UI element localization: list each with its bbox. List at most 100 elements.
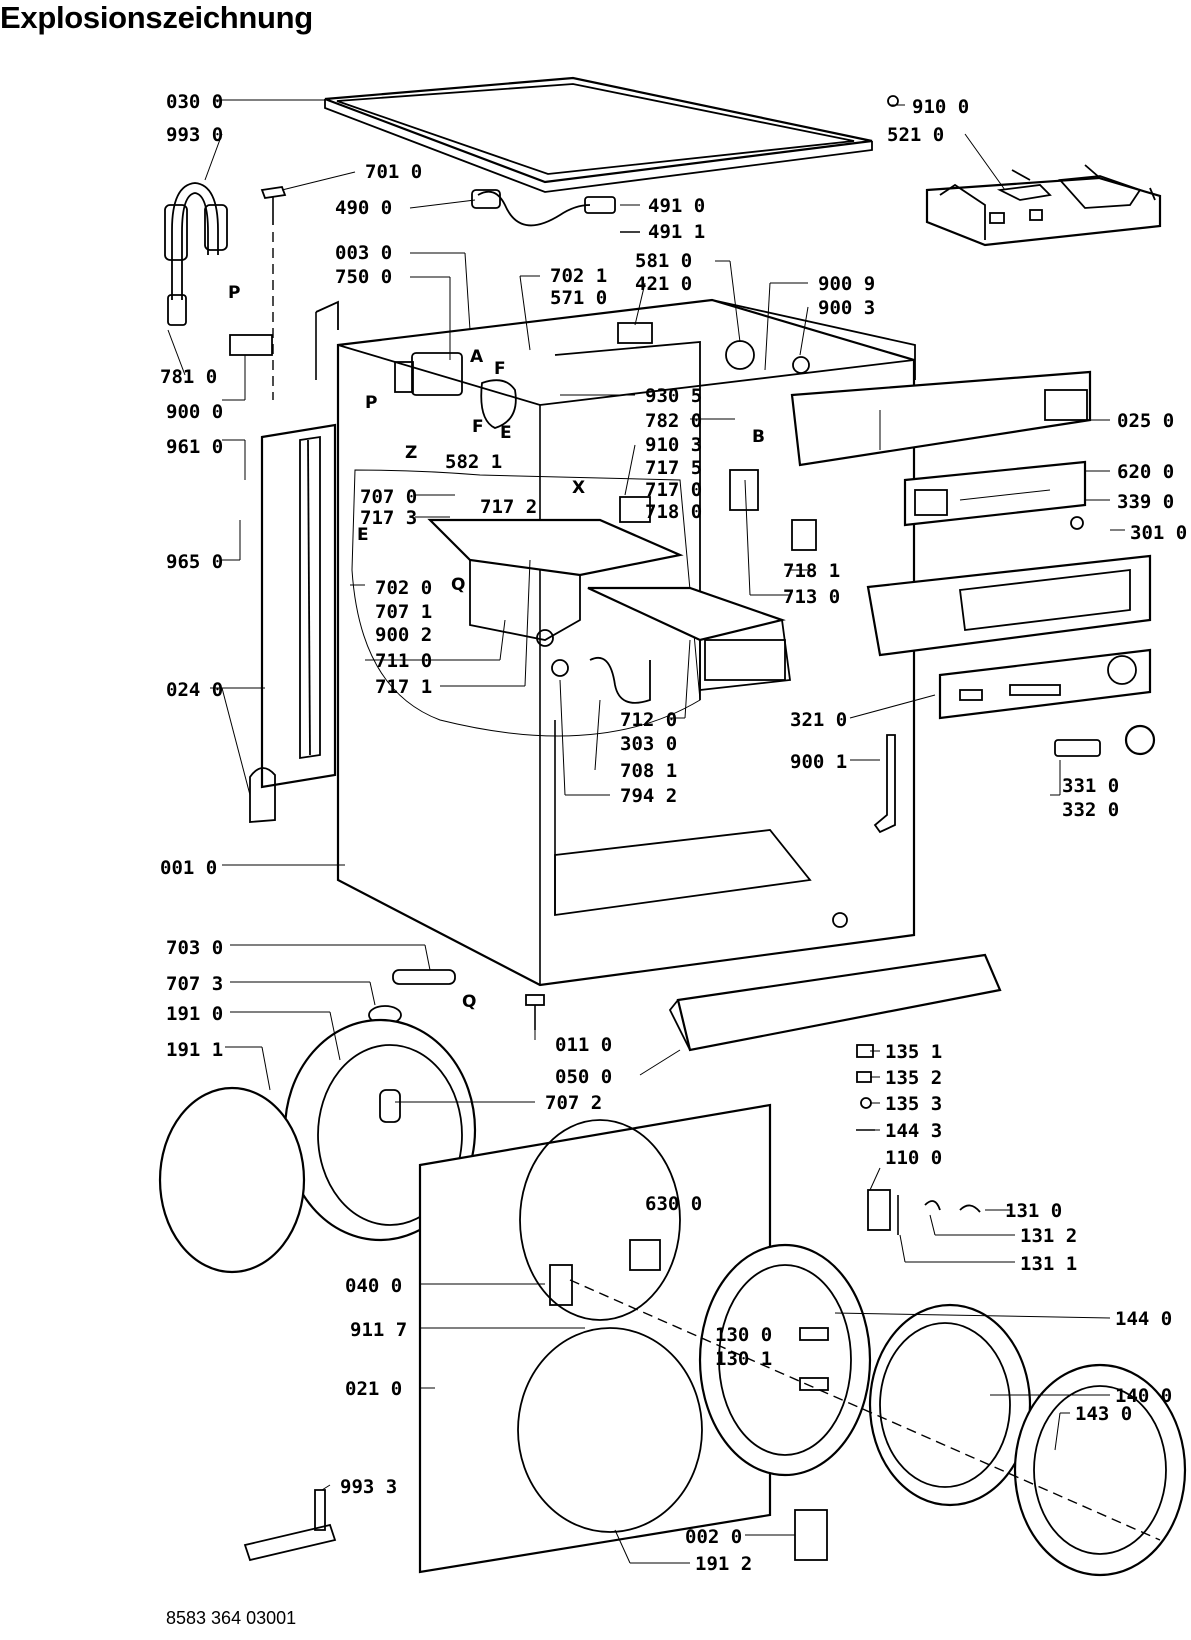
part-label: 135 3 (885, 1093, 942, 1115)
plinth-drawing (668, 953, 1002, 1052)
part-label: 131 1 (1020, 1253, 1077, 1275)
part-label: 718 0 (645, 501, 702, 523)
cable-drawing (471, 189, 640, 233)
part-label: 930 5 (645, 385, 702, 407)
part-label: 961 0 (166, 436, 223, 458)
pcb-drawing (903, 460, 1087, 530)
ref-letter: Q (462, 992, 476, 1012)
part-label: 630 0 (645, 1193, 702, 1215)
door-ring-drawing (1013, 1363, 1187, 1577)
part-label: 002 0 (685, 1526, 742, 1548)
part-label: 717 5 (645, 457, 702, 479)
part-label: 965 0 (166, 551, 223, 573)
ref-letter: E (500, 423, 512, 443)
part-label: 911 7 (350, 1319, 407, 1341)
ref-letter: P (228, 283, 240, 303)
control-module-drawing (887, 95, 1162, 247)
part-label: 001 0 (160, 857, 217, 879)
part-label: 781 0 (160, 366, 217, 388)
cabinet-body-drawing (336, 298, 916, 987)
part-label: 191 0 (166, 1003, 223, 1025)
part-label: 030 0 (166, 91, 223, 113)
ref-letter: F (472, 417, 484, 437)
part-label: 910 0 (912, 96, 969, 118)
part-label: 701 0 (365, 161, 422, 183)
fascia-drawing (938, 648, 1152, 720)
part-label: 143 0 (1075, 1403, 1132, 1425)
part-label: 717 3 (360, 507, 417, 529)
door-glass-drawing (868, 1303, 1032, 1507)
ref-letter: X (572, 478, 585, 498)
part-label: 582 1 (445, 451, 502, 473)
part-label: 993 0 (166, 124, 223, 146)
part-label: 712 0 (620, 709, 677, 731)
part-label: 040 0 (345, 1275, 402, 1297)
part-label: 707 3 (166, 973, 223, 995)
tool-drawing (243, 1489, 337, 1562)
part-label: 191 2 (695, 1553, 752, 1575)
tube-drawing (368, 969, 456, 1025)
part-label: 131 2 (1020, 1225, 1077, 1247)
part-label: 131 0 (1005, 1200, 1062, 1222)
part-label: 491 0 (648, 195, 705, 217)
ref-letter: P (365, 393, 377, 413)
part-label: 702 0 (375, 577, 432, 599)
part-labels: 030 0 993 0 701 0 490 0 491 0 491 1 910 … (160, 91, 1187, 1575)
leader-lines (167, 99, 1125, 1564)
part-label: 794 2 (620, 785, 677, 807)
part-label: 490 0 (335, 197, 392, 219)
part-label: 900 2 (375, 624, 432, 646)
ref-letter: A (470, 347, 484, 367)
part-label: 900 0 (166, 401, 223, 423)
part-label: 900 1 (790, 751, 847, 773)
control-panel-frame-drawing (866, 554, 1152, 657)
hinge-drawing (794, 1509, 828, 1561)
document-code: 8583 364 03001 (166, 1608, 297, 1628)
part-label: 303 0 (620, 733, 677, 755)
part-label: 130 0 (715, 1324, 772, 1346)
ref-letter: B (752, 427, 765, 447)
part-label: 050 0 (555, 1066, 612, 1088)
part-label: 707 2 (545, 1092, 602, 1114)
knob-drawing (1054, 724, 1156, 757)
part-label: 491 1 (648, 221, 705, 243)
part-label: 025 0 (1117, 410, 1174, 432)
internal-parts-drawing (315, 300, 817, 551)
ref-letter: F (494, 359, 506, 379)
part-label: 717 0 (645, 479, 702, 501)
hook-drawing (873, 734, 896, 834)
part-label: 331 0 (1062, 775, 1119, 797)
front-panel-drawing (418, 1103, 772, 1574)
part-label: 702 1 (550, 265, 607, 287)
part-label: 144 0 (1115, 1308, 1172, 1330)
part-label: 900 3 (818, 297, 875, 319)
part-label: 130 1 (715, 1348, 772, 1370)
part-label: 707 1 (375, 601, 432, 623)
part-label: 110 0 (885, 1147, 942, 1169)
part-label: 571 0 (550, 287, 607, 309)
part-label: 993 3 (340, 1476, 397, 1498)
ref-letter: E (357, 525, 369, 545)
part-label: 711 0 (375, 650, 432, 672)
hose-drawing (164, 182, 273, 356)
part-label: 708 1 (620, 760, 677, 782)
top-cover-drawing (324, 76, 873, 193)
part-label: 135 2 (885, 1067, 942, 1089)
foot-drawing (525, 994, 545, 1030)
part-label: 021 0 (345, 1378, 402, 1400)
part-label: 421 0 (635, 273, 692, 295)
part-label: 011 0 (555, 1034, 612, 1056)
screw-701-drawing (260, 186, 287, 400)
dispenser-assembly-drawing (351, 469, 792, 737)
part-label: 703 0 (166, 937, 223, 959)
part-label: 750 0 (335, 266, 392, 288)
part-label: 332 0 (1062, 799, 1119, 821)
part-label: 713 0 (783, 586, 840, 608)
part-label: 782 0 (645, 410, 702, 432)
part-label: 910 3 (645, 434, 702, 456)
part-label: 717 1 (375, 676, 432, 698)
part-label: 191 1 (166, 1039, 223, 1061)
page-title: Explosionszeichnung (0, 0, 313, 35)
part-label: 321 0 (790, 709, 847, 731)
